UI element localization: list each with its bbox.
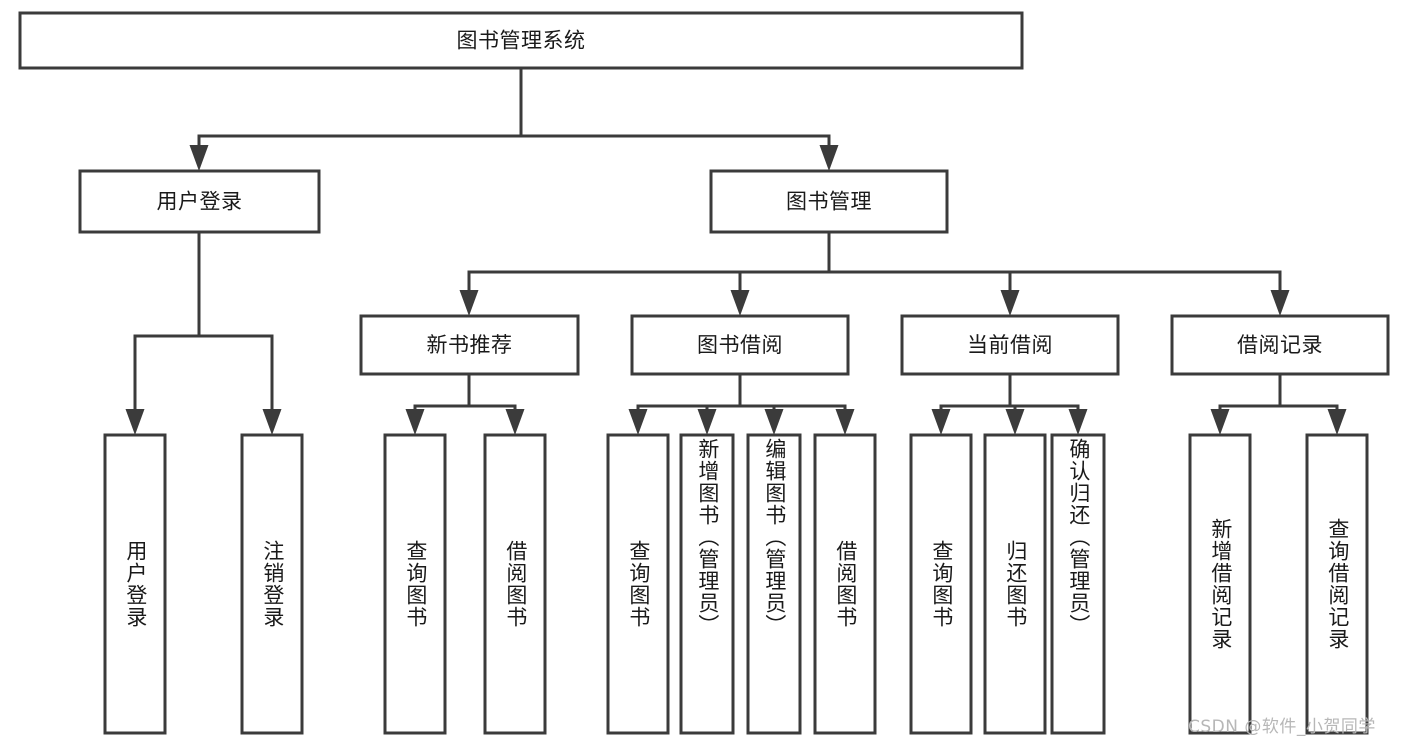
node-book-borrow[interactable] [630, 314, 850, 376]
node-book-manage[interactable] [709, 169, 949, 234]
connector-edge-user-login [125, 230, 282, 435]
connector-edge-book-borrow [628, 372, 855, 435]
connector-edge-current-borrow [931, 372, 1088, 435]
node-leaf-query-book-1[interactable] [383, 433, 447, 735]
node-label-book-manage: 图书管理 [786, 190, 872, 214]
connector-edge-root [189, 66, 839, 171]
node-current-borrow[interactable] [900, 314, 1120, 376]
nodes-layer [18, 11, 1390, 735]
node-user-login[interactable] [78, 169, 321, 234]
node-leaf-user-logout[interactable] [240, 433, 304, 735]
connector-edge-book-manage [459, 230, 1290, 316]
connector-edge-borrow-record [1210, 372, 1347, 435]
node-leaf-add-book[interactable] [679, 433, 735, 735]
node-leaf-edit-book[interactable] [746, 433, 802, 735]
connector-edge-new-book-rec [405, 372, 525, 435]
node-leaf-query-book-2[interactable] [606, 433, 670, 735]
node-label-user-login: 用户登录 [157, 190, 243, 214]
node-leaf-add-record[interactable] [1188, 433, 1252, 735]
node-leaf-query-record[interactable] [1305, 433, 1369, 735]
node-leaf-return-book[interactable] [983, 433, 1047, 735]
node-borrow-record[interactable] [1170, 314, 1390, 376]
node-label-borrow-record: 借阅记录 [1237, 333, 1323, 357]
node-label-root: 图书管理系统 [457, 29, 586, 53]
node-label-current-borrow: 当前借阅 [967, 333, 1053, 357]
node-label-book-borrow: 图书借阅 [697, 333, 783, 357]
node-leaf-borrow-book-1[interactable] [483, 433, 547, 735]
node-root[interactable] [18, 11, 1024, 70]
node-leaf-borrow-book-2[interactable] [813, 433, 877, 735]
node-label-new-book-rec: 新书推荐 [427, 333, 513, 357]
node-new-book-rec[interactable] [359, 314, 580, 376]
edges-layer [125, 66, 1347, 435]
node-leaf-confirm-return[interactable] [1050, 433, 1106, 735]
node-leaf-user-login[interactable] [103, 433, 167, 735]
csdn-watermark: CSDN @软件_小贺同学 [1188, 717, 1376, 737]
node-leaf-query-book-3[interactable] [909, 433, 973, 735]
